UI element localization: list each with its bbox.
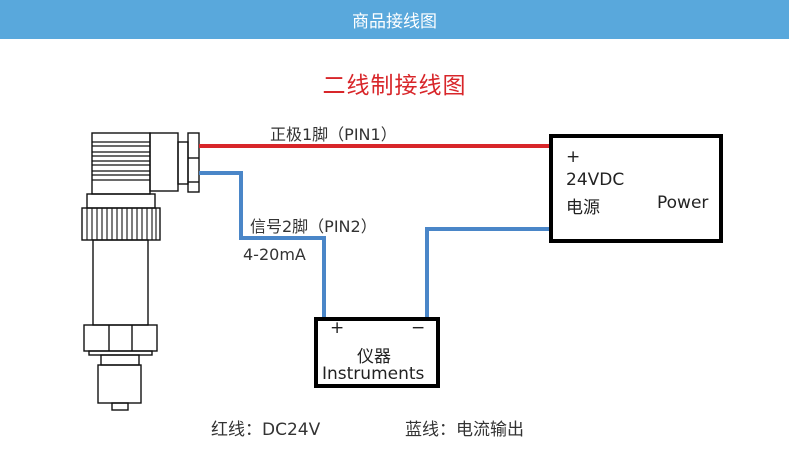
pressure-port (111, 402, 129, 411)
power-label-en: Power (657, 193, 709, 213)
header-title: 商品接线图 (352, 12, 437, 32)
instrument-plus-terminal: + (330, 318, 345, 338)
signal-wire (199, 171, 326, 319)
diagram-title: 二线制接线图 (322, 73, 467, 99)
legend-red-wire: 红线：DC24V (211, 420, 321, 440)
power-voltage-label: 24VDC (566, 170, 625, 190)
instrument-minus-terminal: − (411, 318, 426, 338)
signal-current-label: 4-20mA (243, 245, 306, 264)
power-label-cn: 电源 (566, 198, 600, 218)
instrument-label-cn: 仪器 (357, 347, 391, 367)
connector-ribs (92, 141, 150, 181)
power-supply-box (549, 134, 723, 243)
transmitter-body (92, 239, 149, 326)
instrument-box (314, 317, 440, 388)
header-bar: 商品接线图 (0, 0, 789, 39)
hex-nut (83, 324, 158, 352)
power-plus-terminal: + (566, 147, 581, 167)
signal-wire-label: 信号2脚（PIN2） (250, 217, 377, 236)
process-thread (97, 364, 142, 404)
knurl-lines (86, 208, 157, 240)
instrument-label-en: Instruments (322, 364, 425, 384)
thread-neck (100, 354, 140, 366)
connector-side-body (149, 132, 179, 192)
return-wire (425, 227, 551, 319)
legend-blue-wire: 蓝线：电流输出 (405, 420, 524, 440)
cable-gland (187, 132, 200, 193)
positive-wire-label: 正极1脚（PIN1） (270, 125, 397, 144)
collar (86, 193, 156, 209)
pressure-transmitter (81, 132, 200, 411)
connector-neck (177, 141, 189, 185)
knurled-ring (81, 207, 161, 241)
